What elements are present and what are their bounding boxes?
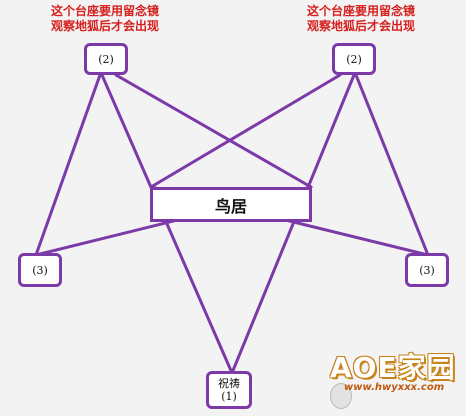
right-note: 这个台座要用留念镜 观察地狐后才会出现 [296, 4, 426, 34]
torii-gate-box: 鸟居 [150, 187, 312, 222]
right-note-line1: 这个台座要用留念镜 [306, 4, 415, 18]
node-mid-right: (3) [405, 253, 449, 287]
node-top-left: (2) [84, 43, 128, 75]
line-tl-to-ml [34, 73, 102, 257]
line-tr-to-torii-left [149, 73, 342, 189]
line-tr-to-bottom [230, 73, 356, 375]
left-note-line2: 观察地狐后才会出现 [50, 19, 159, 33]
torii-label: 鸟居 [214, 196, 247, 216]
node-top-left-label: (2) [98, 52, 114, 66]
watermark-logo: AOE家园 www.hwyxxx.com [320, 346, 466, 416]
node-mid-left: (3) [18, 253, 62, 287]
left-note: 这个台座要用留念镜 观察地狐后才会出现 [40, 4, 170, 34]
line-tl-to-torii-right [114, 73, 313, 189]
left-note-line1: 这个台座要用留念镜 [50, 4, 159, 18]
node-bottom-line1: 祝祷 [218, 377, 240, 390]
watermark-url: www.hwyxxx.com [344, 382, 445, 393]
right-note-line2: 观察地狐后才会出现 [306, 19, 415, 33]
node-top-right-label: (2) [346, 52, 362, 66]
node-mid-left-label: (3) [32, 263, 48, 277]
node-mid-right-label: (3) [419, 263, 435, 277]
node-bottom-prayer: 祝祷 (1) [206, 371, 252, 409]
node-top-right: (2) [332, 43, 376, 75]
line-tr-to-mr [354, 73, 430, 257]
watermark-title: AOE家园 [330, 351, 456, 384]
node-bottom-line2: (1) [221, 390, 237, 403]
watermark-mascot-icon [330, 383, 352, 409]
